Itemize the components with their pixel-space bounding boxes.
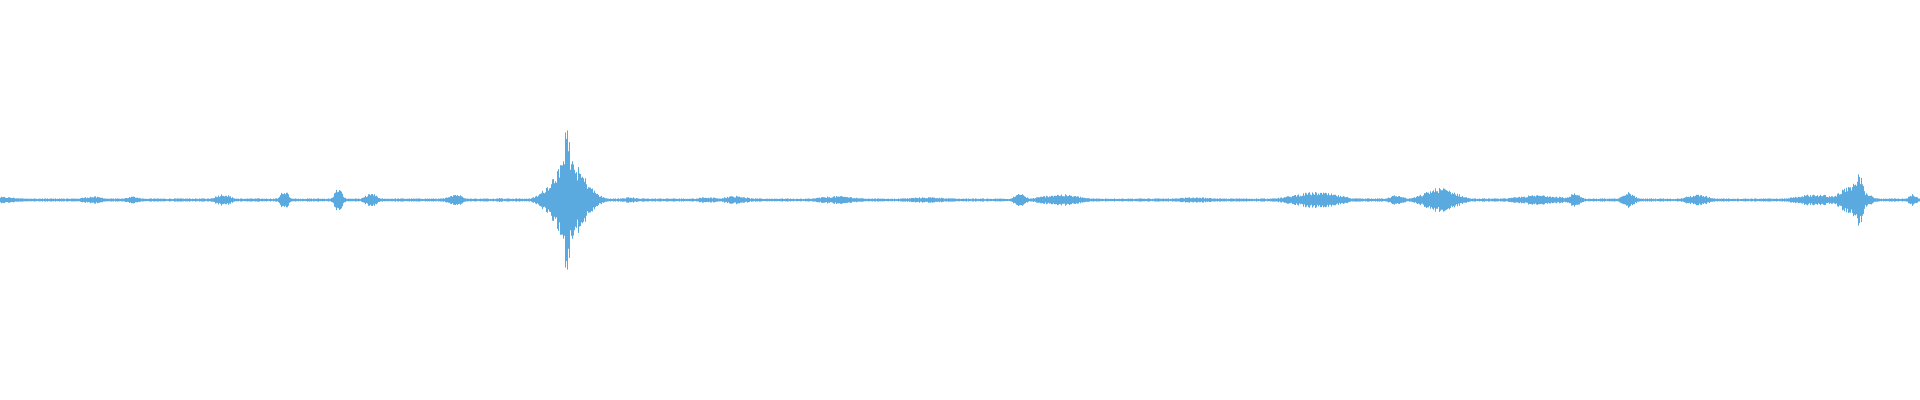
waveform-trace xyxy=(0,130,1920,270)
waveform-samples xyxy=(0,130,1920,270)
